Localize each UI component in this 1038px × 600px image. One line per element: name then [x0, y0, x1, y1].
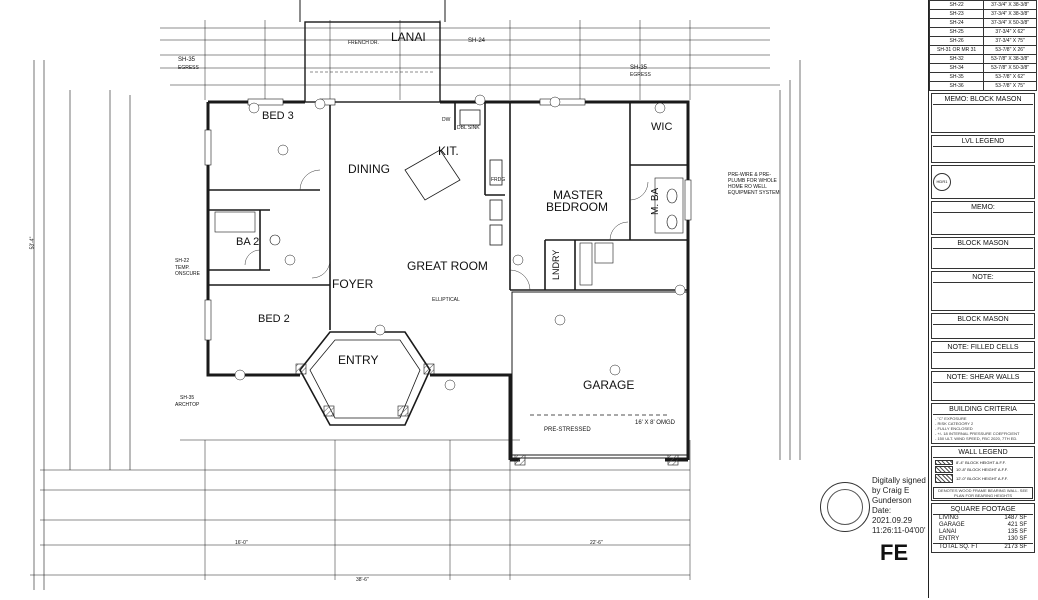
- digital-signature: Digitally signed by Craig E Gunderson Da…: [872, 476, 926, 535]
- wall-swatch: [935, 460, 953, 465]
- sqft-value: 421 SF: [1007, 522, 1027, 528]
- wall-legend: WALL LEGEND 8'-4" BLOCK HEIGHT A.F.F.10'…: [931, 446, 1035, 501]
- criteria-item: - RISK CATEGORY 2: [935, 421, 974, 426]
- schedule-mark: SH-24: [928, 18, 985, 28]
- sqft-row: ENTRY 130 SF: [933, 536, 1033, 543]
- schedule-mark: SH-32: [928, 54, 985, 64]
- schedule-size: 53-7/8" X 38-3/8": [983, 54, 1037, 64]
- schedule-size: 37-3/4" X 38-3/8": [983, 9, 1037, 19]
- schedule-size: 53-7/8" X 50-3/8": [983, 63, 1037, 73]
- note-shear-walls: NOTE: SHEAR WALLS: [931, 371, 1035, 401]
- sqft-row: LANAI 135 SF: [933, 529, 1033, 536]
- wall-label: 10'-8" BLOCK HEIGHT A.F.F.: [956, 467, 1008, 472]
- schedule-mark: SH-35: [928, 72, 985, 82]
- sqft-value: 1487 SF: [1004, 515, 1027, 521]
- schedule-size: 37-3/4" X 75": [983, 36, 1037, 46]
- schedule-mark: SH-25: [928, 27, 985, 37]
- engineer-seal: [820, 482, 870, 532]
- schedule-size: 53-7/8" X 75": [983, 81, 1037, 91]
- schedule-mark: SH-34: [928, 63, 985, 73]
- fe-logo: FE: [880, 540, 909, 565]
- memo: MEMO:: [931, 201, 1035, 235]
- sqft-row: GARAGE 421 SF: [933, 522, 1033, 529]
- lvl-legend: LVL LEGEND: [931, 135, 1035, 163]
- criteria-item: - +/- 18 INTERNAL PRESSURE COEFFICIENT: [935, 431, 1020, 436]
- wall-label: 8'-4" BLOCK HEIGHT A.F.F.: [956, 460, 1006, 465]
- wall-label: 12'-0" BLOCK HEIGHT A.F.F.: [956, 476, 1008, 481]
- sqft-label: ENTRY: [939, 536, 960, 542]
- building-criteria: BUILDING CRITERIA - "C" EXPOSURE- RISK C…: [931, 403, 1035, 444]
- schedule-size: 37-3/4" X 38-3/8": [983, 0, 1037, 10]
- note-filled-cells: NOTE: FILLED CELLS: [931, 341, 1035, 369]
- wall-legend-item: 10'-8" BLOCK HEIGHT A.F.F.: [935, 466, 1031, 473]
- wall-swatch: [935, 474, 953, 483]
- schedule-size: 37-3/4" X 62": [983, 27, 1037, 37]
- schedule-size: 53-7/8" X 26": [983, 45, 1037, 55]
- wall-legend-item: 12'-0" BLOCK HEIGHT A.F.F.: [935, 474, 1031, 483]
- sqft-label: LIVING: [939, 515, 959, 521]
- note-1: NOTE:: [931, 271, 1035, 311]
- schedule-mark: SH-31 OR MR 31: [928, 45, 985, 55]
- schedule-mark: SH-36: [928, 81, 985, 91]
- sqft-value: 135 SF: [1007, 529, 1027, 535]
- block-mason-1: BLOCK MASON: [931, 237, 1035, 269]
- sqft-value: 130 SF: [1007, 536, 1027, 542]
- criteria-item: - 150 ULT. WIND SPEED, FBC 2020, 7TH ED.: [935, 436, 1018, 441]
- sqft-value: 2173 SF: [1004, 544, 1027, 550]
- schedule-mark: SH-22: [928, 0, 985, 10]
- sqft-label: LANAI: [939, 529, 957, 535]
- sqft-total: TOTAL SQ. FT 2173 SF: [933, 543, 1033, 551]
- hdr-callout: HDR1: [931, 165, 1035, 199]
- schedule-mark: SH-26: [928, 36, 985, 46]
- criteria-item: - "C" EXPOSURE: [935, 416, 967, 421]
- block-mason-2: BLOCK MASON: [931, 313, 1035, 339]
- criteria-item: - FULLY ENCLOSED: [935, 426, 973, 431]
- schedule-mark: SH-23: [928, 9, 985, 19]
- schedule-size: 53-7/8" X 62": [983, 72, 1037, 82]
- sqft-row: LIVING 1487 SF: [933, 515, 1033, 522]
- sqft-label: GARAGE: [939, 522, 965, 528]
- wall-swatch: [935, 466, 953, 473]
- sqft-label: TOTAL SQ. FT: [939, 544, 979, 550]
- wall-legend-item: 8'-4" BLOCK HEIGHT A.F.F.: [935, 460, 1031, 465]
- schedule-size: 37-3/4" X 50-3/8": [983, 18, 1037, 28]
- memo-block-mason: MEMO: BLOCK MASON: [931, 93, 1035, 133]
